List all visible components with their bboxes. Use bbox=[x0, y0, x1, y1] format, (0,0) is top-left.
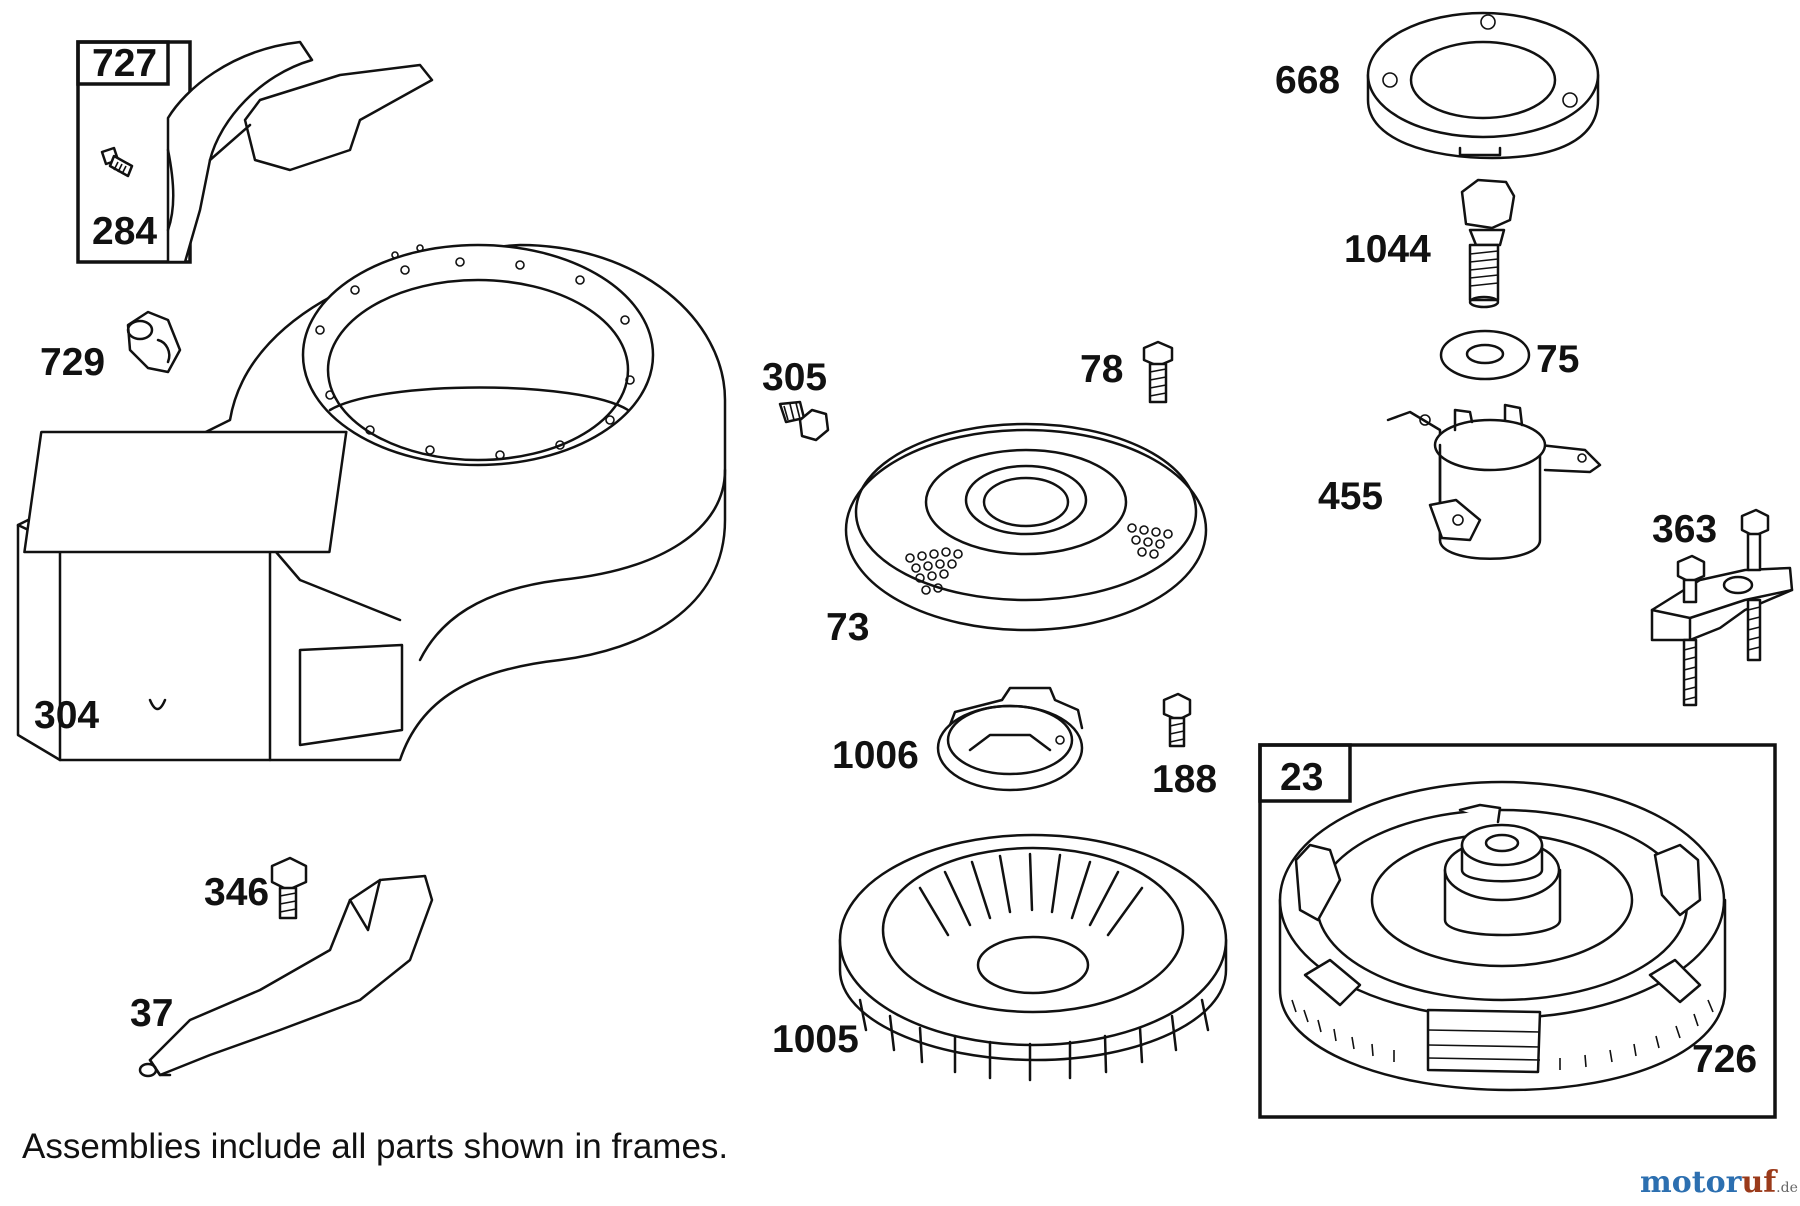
label-304: 304 bbox=[34, 694, 99, 737]
label-284: 284 bbox=[92, 210, 157, 253]
starter-cup-1006-part bbox=[936, 686, 1084, 792]
label-726: 726 bbox=[1692, 1038, 1757, 1081]
screw-346-part bbox=[270, 856, 308, 920]
callout-labels: 727 284 729 304 346 37 305 78 73 1006 18… bbox=[34, 42, 1757, 1081]
watermark-brand-a: motor bbox=[1640, 1165, 1743, 1200]
screw-188-part bbox=[1162, 692, 1192, 748]
bolt-1044-part bbox=[1460, 178, 1516, 309]
label-75: 75 bbox=[1536, 338, 1579, 381]
label-727: 727 bbox=[92, 42, 157, 85]
label-729: 729 bbox=[40, 341, 105, 384]
grommet-729-part bbox=[126, 310, 182, 374]
screw-78-part bbox=[1142, 340, 1174, 404]
frame-23 bbox=[1258, 743, 1777, 1119]
label-346: 346 bbox=[204, 871, 269, 914]
label-23: 23 bbox=[1280, 756, 1323, 799]
baffle-37-part bbox=[138, 874, 434, 1078]
fan-1005-part bbox=[838, 833, 1228, 1082]
washer-75-part bbox=[1439, 329, 1531, 381]
frame-727 bbox=[76, 40, 434, 264]
label-363: 363 bbox=[1652, 508, 1717, 551]
screen-mesh-right bbox=[1127, 523, 1173, 559]
screen-mesh-left bbox=[905, 547, 963, 595]
watermark-brand-b: uf bbox=[1741, 1165, 1778, 1200]
fan-blades bbox=[918, 852, 1144, 937]
label-455: 455 bbox=[1318, 475, 1383, 518]
label-188: 188 bbox=[1152, 758, 1217, 801]
screw-305-part bbox=[778, 400, 830, 442]
label-668: 668 bbox=[1275, 59, 1340, 102]
mount-363-part bbox=[1650, 508, 1794, 707]
label-1005: 1005 bbox=[772, 1018, 859, 1061]
housing-bolt-holes bbox=[315, 244, 635, 460]
label-78: 78 bbox=[1080, 348, 1123, 391]
mount-bolt-left bbox=[1676, 554, 1706, 707]
label-1044: 1044 bbox=[1344, 228, 1431, 271]
label-73: 73 bbox=[826, 606, 869, 649]
bracket-455-part bbox=[1386, 403, 1602, 560]
footnote: Assemblies include all parts shown in fr… bbox=[22, 1127, 728, 1166]
screw-284-part bbox=[100, 146, 134, 178]
blower-shield-part bbox=[166, 40, 434, 264]
svg-text:motoruf.de: motoruf.de bbox=[1640, 1165, 1798, 1200]
fan-fins bbox=[858, 998, 1210, 1082]
label-305: 305 bbox=[762, 356, 827, 399]
flywheel-ring-gear bbox=[1291, 999, 1714, 1070]
plate-668-part bbox=[1366, 11, 1600, 160]
screen-73-part bbox=[844, 422, 1208, 632]
watermark-logo: motoruf.de bbox=[1640, 1165, 1798, 1200]
label-37: 37 bbox=[130, 992, 173, 1035]
label-1006: 1006 bbox=[832, 734, 919, 777]
blower-housing-304-part bbox=[16, 243, 727, 762]
mount-bolt-right bbox=[1740, 508, 1770, 662]
watermark-suffix: .de bbox=[1776, 1180, 1798, 1196]
flywheel-726-part bbox=[1278, 780, 1727, 1092]
